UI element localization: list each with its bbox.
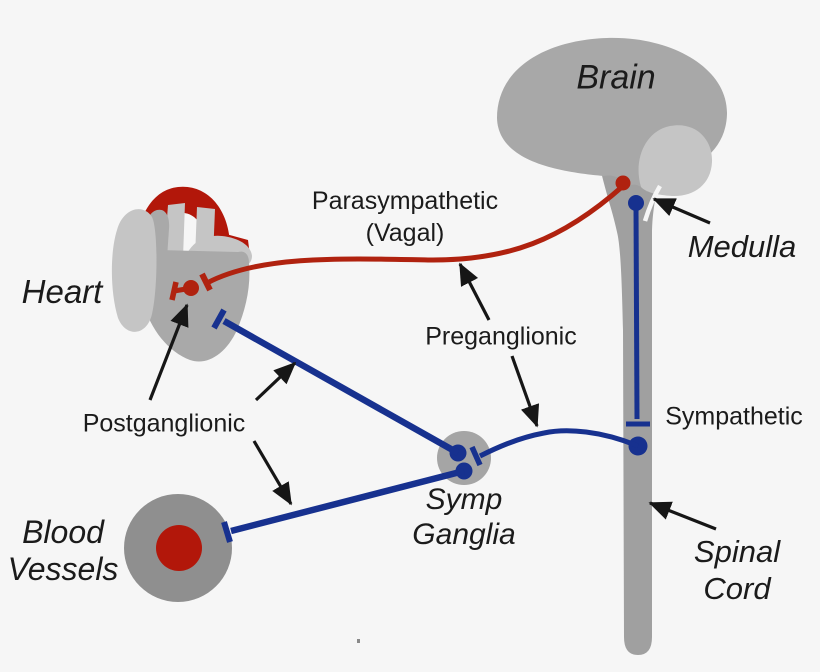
blood-vessels-label-line1: Blood	[22, 514, 104, 550]
spinal-cord-arrow	[648, 501, 717, 531]
symp-ganglia-label: Symp Ganglia	[412, 482, 515, 552]
spinal-cord-label-line2: Cord	[703, 571, 771, 606]
medulla-label: Medulla	[687, 229, 797, 264]
vagal-postganglionic-terminal-bar	[169, 281, 179, 301]
heart-body	[140, 249, 250, 362]
spinal-cord-shape	[597, 152, 662, 655]
parasympathetic-label-line1: Parasympathetic	[311, 187, 499, 215]
cardiac-ganglion-dot	[183, 280, 199, 296]
preganglionic-arrow-to-sympathetic	[510, 355, 540, 428]
cerebellum-shape	[638, 125, 713, 197]
spinal-cord-label-line1: Spinal	[693, 534, 781, 569]
blood-vessels-label: Blood Vessels	[8, 514, 119, 588]
medulla-arrow	[652, 197, 711, 225]
sympathetic-label: Sympathetic	[665, 402, 803, 431]
parasympathetic-vagal-label: Parasympathetic (Vagal)	[312, 185, 498, 249]
heart-label: Heart	[21, 273, 103, 310]
spinal-cord-label: Spinal Cord	[694, 533, 780, 607]
stray-dot	[357, 639, 360, 643]
sympathetic-fibers	[211, 195, 650, 543]
symp-ganglia-label-line2: Ganglia	[412, 518, 516, 551]
postganglionic-vessel-terminal-bar	[221, 521, 233, 543]
postganglionic-arrow-to-heart-synapse	[148, 303, 189, 401]
symp-ganglia-label-line1: Symp	[425, 483, 503, 516]
medulla-blue-neuron-dot	[628, 195, 644, 211]
heart-left-lobe	[111, 209, 157, 332]
postganglionic-vessel-fiber	[230, 467, 465, 535]
postganglionic-arrow-to-heart-fiber	[254, 361, 297, 402]
annotation-arrows	[148, 197, 717, 531]
heart-vessel-stub-left	[164, 203, 185, 258]
postganglionic-label: Postganglionic	[82, 409, 246, 438]
postganglionic-heart-terminal-bar	[211, 308, 227, 330]
preganglionic-fiber-line	[478, 428, 639, 459]
postganglionic-arrow-to-vessel-fiber	[252, 440, 293, 506]
heart-shape	[111, 186, 252, 362]
vagal-fiber-terminal-bar	[199, 272, 213, 292]
descending-sympathetic-fiber	[633, 205, 640, 420]
blood-vessel-lumen	[156, 525, 202, 571]
preganglionic-arrow-to-vagal	[458, 262, 491, 321]
preganglionic-label: Preganglionic	[425, 322, 577, 351]
brainstem-cerebellum-gap	[642, 184, 662, 222]
preganglionic-terminal-bar	[469, 445, 483, 467]
brain-label: Brain	[576, 58, 656, 97]
parasympathetic-vagal-fiber	[169, 175, 631, 301]
vagal-fiber-line	[205, 184, 625, 286]
parasympathetic-label-line2: (Vagal)	[365, 219, 445, 247]
postganglionic-heart-fiber	[222, 318, 460, 456]
blood-vessels-label-line2: Vessels	[7, 551, 119, 587]
